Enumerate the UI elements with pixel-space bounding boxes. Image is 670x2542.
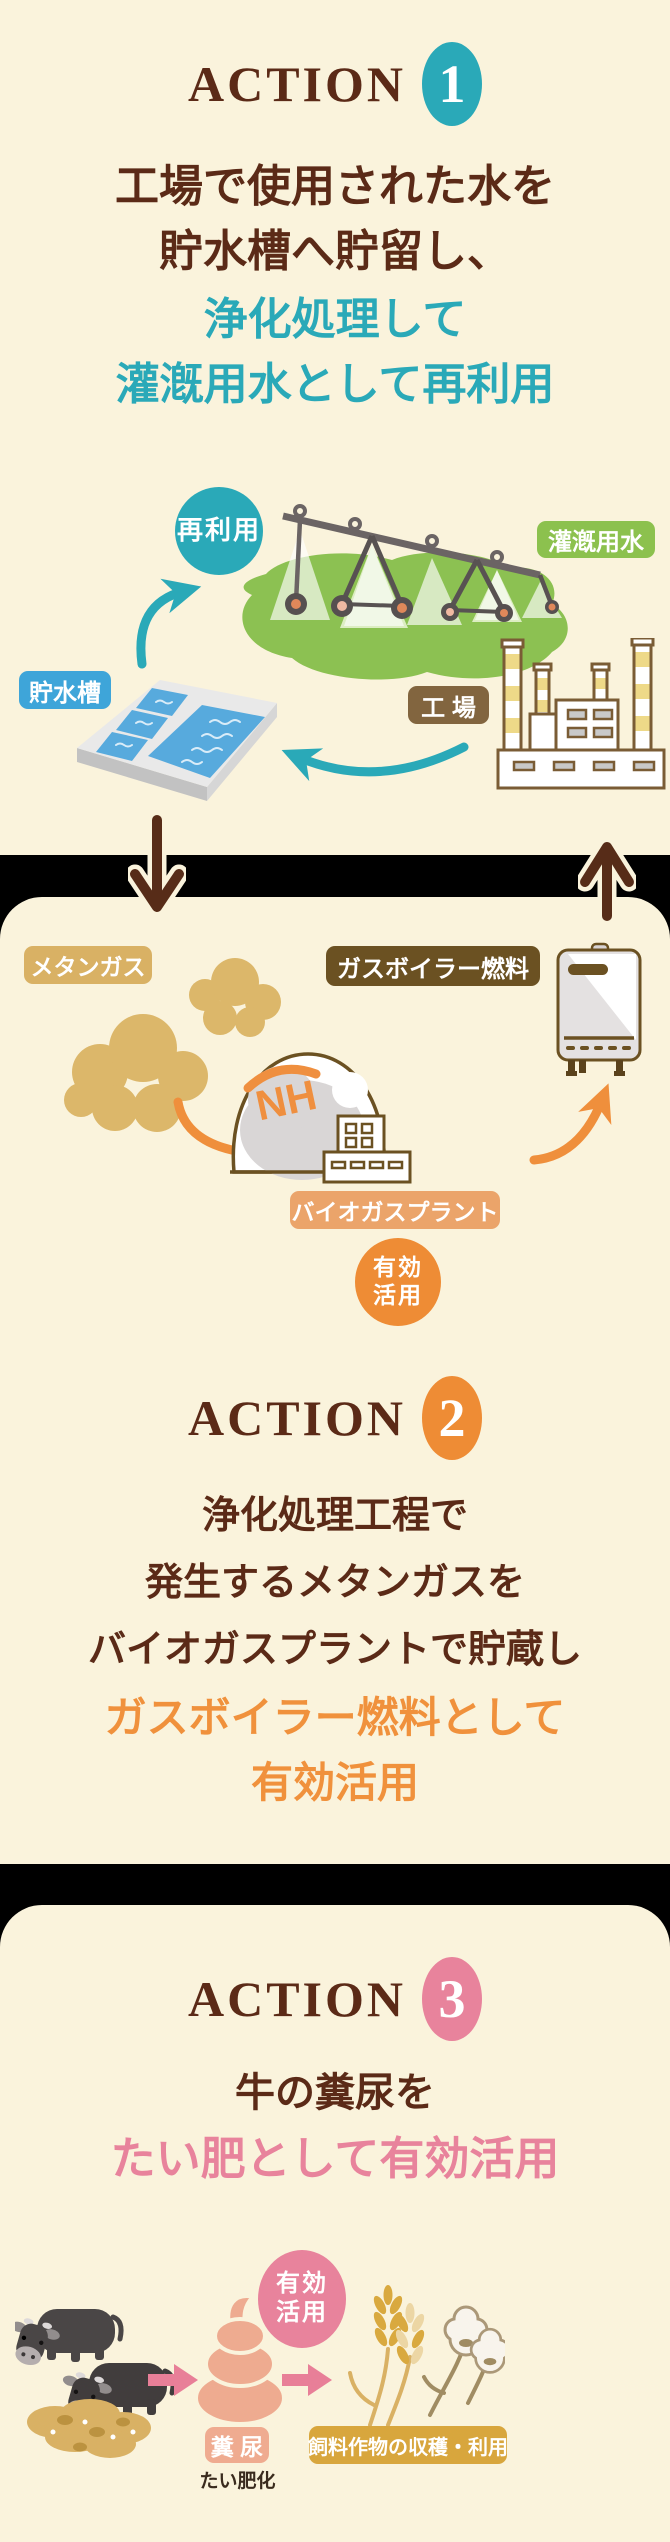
action-3-title: ACTION [187,1971,407,2027]
feed-crops-harvest-label: 飼料作物の収穫・利用 [308,2426,508,2464]
action-1-title: ACTION [187,56,407,112]
s2-heading-line-2: 発生するメタンガスを [144,1562,525,1604]
biogas-plant-label: バイオガスプラント [290,1191,500,1229]
cow [15,2309,124,2366]
water-tank-illustration [77,680,277,801]
action-1-title-row: ACTION 1 [0,38,670,130]
gas-clouds-illustration [64,958,281,1132]
s2-heading-line-5: 有効活用 [250,1761,419,1807]
s2-heading-line-4: ガスボイラー燃料として [104,1696,566,1742]
pink-arrow-icon [148,2364,198,2396]
down-arrow-icon [128,812,186,916]
biogas-plant-illustration: NH [230,1052,412,1184]
effective-use-badge-orange: 有効 活用 [355,1238,441,1326]
action-3-number-badge: 3 [422,1957,483,2041]
irrigation-field-illustration [242,504,568,680]
section-1-water-reuse: ACTION 1 工場で使用された水を 貯水槽へ貯留し、 浄化処理して 灌漑用水… [0,0,670,855]
section-2-methane-gas: メタンガス ガスボイラー燃料 [0,897,670,1864]
s1-heading-line-3: 浄化処理して [203,295,467,344]
action-2-title-row: ACTION 2 [0,1372,670,1464]
s1-heading-line-4: 灌漑用水として再利用 [115,360,555,409]
cotton-boll [469,2327,505,2374]
orange-arrow-up-icon [529,1083,612,1165]
wheat-head [395,2303,425,2365]
water-tank-label: 貯水槽 [19,671,111,709]
reuse-label: 再利用 [175,487,263,575]
irrigation-water-label: 灌漑用水 [537,521,655,558]
s3-heading-line-2: たい肥として有効活用 [110,2134,560,2184]
wheat-illustration [348,2285,425,2427]
manure-label: 糞 尿 [205,2427,269,2463]
effective-use-badge-pink: 有効 活用 [258,2250,346,2348]
pivot-wheels [285,593,559,622]
action-2-title: ACTION [187,1390,407,1446]
gas-boiler-fuel-label: ガスボイラー燃料 [326,946,540,986]
gas-boiler-illustration [556,942,642,1076]
teal-arrow-up-icon [136,578,202,669]
teal-arrow-left-icon [281,742,469,782]
factory-label: 工 場 [408,686,489,724]
factory-illustration [496,638,666,790]
s3-heading-line-1: 牛の糞尿を [235,2070,435,2115]
composting-label: たい肥化 [199,2471,276,2492]
pink-arrow-icon [282,2364,332,2396]
up-arrow-icon [578,837,636,922]
cotton-illustration [422,2305,505,2417]
manure-pile-illustration [194,2294,286,2426]
s2-heading-line-1: 浄化処理工程で [201,1495,468,1537]
s1-heading-line-2: 貯水槽へ貯留し、 [159,227,511,276]
action-1-number-badge: 1 [422,42,483,126]
s2-heading-line-3: バイオガスプラントで貯蔵し [87,1629,582,1671]
action-2-number-badge: 2 [422,1376,483,1460]
action-3-title-row: ACTION 3 [0,1953,670,2045]
wheat-head [373,2285,403,2347]
section-3-manure-compost: ACTION 3 牛の糞尿を たい肥として有効活用 [0,1905,670,2542]
methane-gas-label: メタンガス [24,946,152,984]
s1-heading-line-1: 工場で使用された水を [115,162,555,211]
feed-illustration [27,2399,151,2458]
